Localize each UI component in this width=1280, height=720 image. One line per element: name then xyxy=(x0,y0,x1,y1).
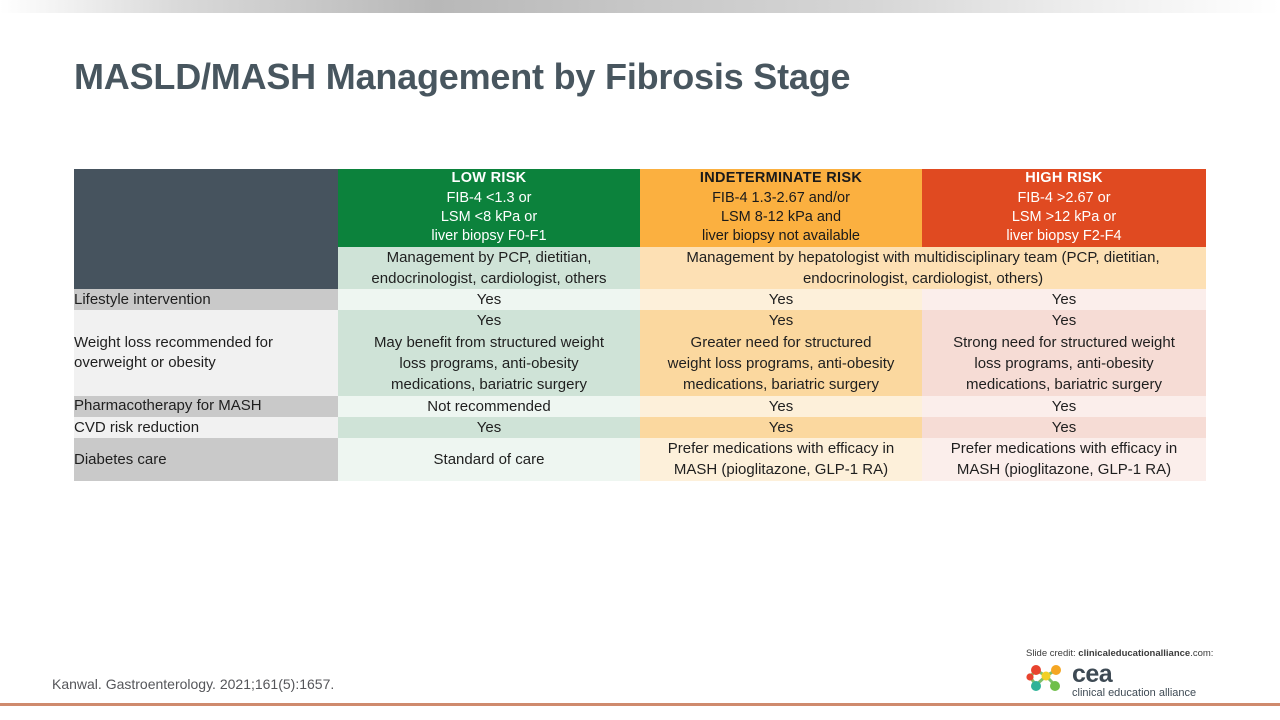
table-header-row: LOW RISK FIB-4 <1.3 or LSM <8 kPa or liv… xyxy=(74,169,1206,290)
management-indeterminate-high: Management by hepatologist with multidis… xyxy=(640,246,1206,290)
slide-credit-domain: clinicaleducationalliance xyxy=(1078,648,1191,659)
management-low-line-1: Management by PCP, dietitian, xyxy=(386,248,592,266)
cea-logo-name: cea xyxy=(1072,660,1113,688)
header-low-risk-criterion-1: FIB-4 <1.3 or xyxy=(446,190,532,207)
header-high-risk-criterion-2: LSM >12 kPa or xyxy=(1011,209,1117,226)
cell-cvd-low: Yes xyxy=(338,416,640,439)
page-title: MASLD/MASH Management by Fibrosis Stage xyxy=(74,56,851,97)
cell-pharmacotherapy-low: Not recommended xyxy=(338,395,640,417)
row-label-pharmacotherapy: Pharmacotherapy for MASH xyxy=(74,395,338,417)
cell-weight-loss-indeterminate: Yes Greater need for structured weight l… xyxy=(640,310,922,396)
cell-pharmacotherapy-high: Yes xyxy=(922,395,1206,417)
cell-pharmacotherapy-indeterminate-lead: Yes xyxy=(768,397,794,415)
management-low-line-2: endocrinologist, cardiologist, others xyxy=(371,269,607,287)
cell-lifestyle-high: Yes xyxy=(922,289,1206,311)
cell-weight-loss-high-line-2: loss programs, anti-obesity xyxy=(974,354,1154,372)
header-indeterminate-risk-name: INDETERMINATE RISK xyxy=(699,170,863,186)
cell-weight-loss-high-line-1: Strong need for structured weight xyxy=(953,333,1175,351)
cell-pharmacotherapy-low-lead: Not recommended xyxy=(427,397,551,415)
table-row: CVD risk reduction Yes Yes Yes xyxy=(74,416,1206,439)
cell-weight-loss-low-line-2: loss programs, anti-obesity xyxy=(399,354,579,372)
row-label-lifestyle-intervention: Lifestyle intervention xyxy=(74,289,338,311)
table-row: Diabetes care Standard of care Prefer me… xyxy=(74,438,1206,481)
cell-weight-loss-low-lead: Yes xyxy=(476,312,502,330)
cell-weight-loss-high-lead: Yes xyxy=(1051,312,1077,330)
table-row: Weight loss recommended for overweight o… xyxy=(74,310,1206,396)
slide-credit-prefix: Slide credit: xyxy=(1026,648,1079,659)
cea-logo-text: cea clinical education alliance xyxy=(1072,662,1196,699)
fibrosis-management-table: LOW RISK FIB-4 <1.3 or LSM <8 kPa or liv… xyxy=(74,169,1206,481)
cell-diabetes-indeterminate: Prefer medications with efficacy in MASH… xyxy=(640,438,922,481)
cell-weight-loss-high-line-3: medications, bariatric surgery xyxy=(966,376,1162,394)
cell-cvd-low-lead: Yes xyxy=(476,418,502,436)
cea-logo-tagline: clinical education alliance xyxy=(1072,687,1197,699)
slide-credit-suffix: .com: xyxy=(1190,648,1214,659)
cell-lifestyle-high-lead: Yes xyxy=(1051,291,1077,309)
header-indeterminate-risk: INDETERMINATE RISK FIB-4 1.3-2.67 and/or… xyxy=(640,169,922,247)
corner-cell xyxy=(74,169,338,290)
management-indeterminate-high-line-2: (PCP, dietitian, endocrinologist, cardio… xyxy=(802,248,1160,287)
cell-diabetes-high-lead: Prefer medications with efficacy in xyxy=(950,440,1178,458)
table-row: Pharmacotherapy for MASH Not recommended… xyxy=(74,395,1206,417)
cell-cvd-indeterminate: Yes xyxy=(640,416,922,439)
header-indeterminate-risk-criterion-2: LSM 8-12 kPa and xyxy=(720,209,842,226)
header-low-risk-criterion-3: liver biopsy F0-F1 xyxy=(431,228,547,245)
cell-weight-loss-indeterminate-line-3: medications, bariatric surgery xyxy=(683,376,879,394)
cell-weight-loss-indeterminate-lead: Yes xyxy=(768,312,794,330)
header-indeterminate-risk-criterion-1: FIB-4 1.3-2.67 and/or xyxy=(712,190,850,207)
cell-diabetes-indeterminate-lead: Prefer medications with efficacy in xyxy=(667,440,895,458)
management-indeterminate-high-line-1: Management by hepatologist with multidis… xyxy=(686,248,1058,266)
cell-diabetes-high-line-1: MASH (pioglitazone, GLP-1 RA) xyxy=(956,461,1172,479)
cell-lifestyle-indeterminate: Yes xyxy=(640,289,922,311)
slide-credit-block: Slide credit: clinicaleducationalliance.… xyxy=(1026,648,1226,700)
table-row: Lifestyle intervention Yes Yes Yes xyxy=(74,289,1206,311)
header-low-risk-criterion-2: LSM <8 kPa or xyxy=(440,209,538,226)
cell-lifestyle-low-lead: Yes xyxy=(476,291,502,309)
cell-weight-loss-high: Yes Strong need for structured weight lo… xyxy=(922,310,1206,396)
cell-weight-loss-indeterminate-line-2: weight loss programs, anti-obesity xyxy=(667,354,895,372)
cell-weight-loss-low: Yes May benefit from structured weight l… xyxy=(338,310,640,396)
cell-weight-loss-indeterminate-line-1: Greater need for structured xyxy=(690,333,872,351)
header-high-risk-criterion-3: liver biopsy F2-F4 xyxy=(1006,228,1122,245)
header-low-risk-name: LOW RISK xyxy=(451,170,527,186)
source-citation: Kanwal. Gastroenterology. 2021;161(5):16… xyxy=(52,676,335,692)
molecule-cluster-icon xyxy=(1026,661,1066,700)
cell-lifestyle-indeterminate-lead: Yes xyxy=(768,291,794,309)
cell-cvd-high-lead: Yes xyxy=(1051,418,1077,436)
cell-weight-loss-low-line-3: medications, bariatric surgery xyxy=(391,376,587,394)
row-label-diabetes-care: Diabetes care xyxy=(74,438,338,481)
cell-diabetes-indeterminate-line-1: MASH (pioglitazone, GLP-1 RA) xyxy=(673,461,889,479)
cell-diabetes-low-lead: Standard of care xyxy=(433,450,545,468)
cell-diabetes-high: Prefer medications with efficacy in MASH… xyxy=(922,438,1206,481)
bottom-accent-rule xyxy=(0,703,1280,706)
header-high-risk: HIGH RISK FIB-4 >2.67 or LSM >12 kPa or … xyxy=(922,169,1206,247)
cell-lifestyle-low: Yes xyxy=(338,289,640,311)
cea-logo: cea clinical education alliance xyxy=(1026,661,1226,700)
cell-pharmacotherapy-high-lead: Yes xyxy=(1051,397,1077,415)
cell-cvd-indeterminate-lead: Yes xyxy=(768,418,794,436)
row-label-cvd-risk-reduction: CVD risk reduction xyxy=(74,416,338,439)
top-gradient-bar xyxy=(0,0,1280,13)
management-low: Management by PCP, dietitian, endocrinol… xyxy=(338,246,640,290)
management-band-row: Management by PCP, dietitian, endocrinol… xyxy=(74,246,1206,290)
cell-cvd-high: Yes xyxy=(922,416,1206,439)
cell-diabetes-low: Standard of care xyxy=(338,438,640,481)
header-low-risk: LOW RISK FIB-4 <1.3 or LSM <8 kPa or liv… xyxy=(338,169,640,247)
cell-pharmacotherapy-indeterminate: Yes xyxy=(640,395,922,417)
header-high-risk-criterion-1: FIB-4 >2.67 or xyxy=(1017,190,1111,207)
header-indeterminate-risk-criterion-3: liver biopsy not available xyxy=(702,228,860,245)
cell-weight-loss-low-line-1: May benefit from structured weight xyxy=(373,333,605,351)
header-high-risk-name: HIGH RISK xyxy=(1025,170,1103,186)
row-label-weight-loss: Weight loss recommended for overweight o… xyxy=(74,310,338,396)
slide-credit-text: Slide credit: clinicaleducationalliance.… xyxy=(1026,648,1226,659)
